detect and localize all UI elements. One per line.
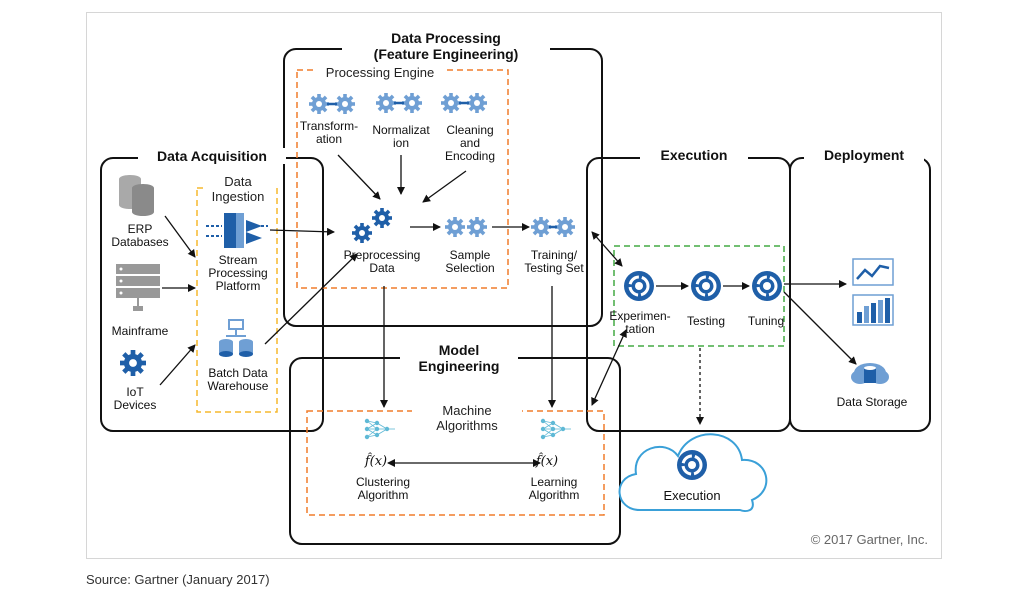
source-caption: Source: Gartner (January 2017) [86, 572, 270, 587]
deployment-title: Deployment [804, 147, 924, 163]
iot-label: IoT Devices [113, 385, 157, 412]
clustering-nn-icon [364, 418, 396, 440]
training-label: Training/ Testing Set [524, 248, 584, 275]
testing-icon [689, 269, 723, 303]
processing-engine-title: Processing Engine [315, 66, 445, 79]
testing-label: Testing [686, 314, 726, 328]
arrow-iot-batch [159, 344, 196, 386]
normalization-icon [376, 93, 422, 113]
iot-gear-icon [120, 350, 146, 376]
arrow-cleaning-preprocessing [422, 170, 467, 203]
cleaning-label: Cleaning and Encoding [444, 123, 496, 163]
data-acquisition-title: Data Acquisition [138, 148, 286, 164]
copyright-text: © 2017 Gartner, Inc. [810, 532, 928, 547]
arrow-stream-preprocessing [269, 227, 335, 236]
cloud-execution-label: Execution [663, 488, 721, 503]
arrow-tuning-storage [783, 291, 857, 365]
sample-label: Sample Selection [445, 248, 495, 275]
execution-loop-box [613, 245, 785, 347]
machine-algorithms-title: Machine Algorithms [412, 403, 522, 433]
normalization-label: Normalizat ion [372, 123, 430, 150]
machine-algorithms-box [306, 410, 605, 516]
sample-selection-icon [445, 217, 487, 237]
model-engineering-box [289, 357, 621, 545]
transformation-icon [309, 94, 355, 114]
stream-label: Stream Processing Platform [208, 253, 268, 293]
erp-label: ERP Databases [111, 222, 169, 249]
fx-right-label: f̂(x) [535, 454, 559, 469]
execution-title: Execution [640, 147, 748, 163]
line-chart-icon [852, 258, 894, 286]
data-ingestion-title: Data Ingestion [203, 174, 273, 204]
tuning-icon [750, 269, 784, 303]
arrow-training-experimentation [591, 231, 623, 267]
preprocessing-icon [352, 208, 392, 243]
bar-chart-icon [852, 294, 894, 326]
server-icon [116, 264, 160, 311]
experimentation-label: Experimen- tation [609, 309, 671, 336]
database-icon [119, 175, 154, 216]
batch-label: Batch Data Warehouse [207, 366, 269, 393]
arrow-erp-stream [164, 215, 196, 258]
stream-processing-icon [206, 213, 268, 248]
training-set-icon [531, 217, 575, 237]
cloud-execution-icon [675, 448, 709, 482]
data-storage-label: Data Storage [836, 395, 908, 409]
arrow-learning-experimentation [591, 329, 627, 406]
arrow-batch-preprocessing [264, 253, 358, 345]
cleaning-icon [441, 93, 487, 113]
data-processing-title: Data Processing (Feature Engineering) [342, 30, 550, 62]
arrow-transform-preprocessing [337, 154, 381, 200]
experimentation-icon [622, 269, 656, 303]
transformation-label: Transform- ation [299, 119, 359, 146]
learning-label: Learning Algorithm [528, 475, 580, 502]
fx-left-label: f̂(x) [364, 454, 388, 469]
data-storage-icon [851, 363, 889, 384]
learning-nn-icon [540, 418, 572, 440]
model-engineering-title: Model Engineering [400, 342, 518, 374]
warehouse-icon [219, 319, 253, 357]
clustering-label: Clustering Algorithm [355, 475, 411, 502]
tuning-label: Tuning [747, 314, 785, 328]
preprocessing-label: Preprocessing Data [343, 248, 421, 275]
diagram-frame [86, 12, 942, 559]
mainframe-label: Mainframe [111, 324, 169, 338]
